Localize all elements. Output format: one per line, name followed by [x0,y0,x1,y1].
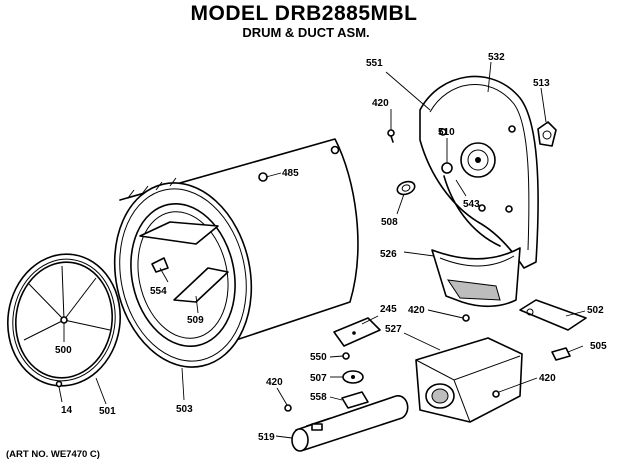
part-label: 558 [310,392,327,403]
part-label: 519 [258,432,275,443]
screw-420-mid [462,314,470,322]
part-label: 507 [310,373,327,384]
bracket-502 [519,299,587,331]
part-label: 508 [381,217,398,228]
blower-housing-527 [415,337,523,423]
part-label: 513 [533,78,550,89]
model-title: MODEL DRB2885MBL [190,2,418,25]
part-label: 245 [380,304,397,315]
part-label: 420 [408,305,425,316]
part-label: 503 [176,404,193,415]
plate-245 [333,317,381,347]
part-label: 420 [372,98,389,109]
part-label: 500 [55,345,72,356]
front-bulkhead-ring [6,253,122,388]
part-label: 14 [61,405,73,416]
art-number: (ART NO. WE7470 C) [6,449,100,460]
part-label: 554 [150,286,167,297]
leader-lines [58,61,586,439]
part-label: 420 [266,377,283,388]
part-label: 543 [463,199,480,210]
part-label: 509 [187,315,204,326]
part-label: 532 [488,52,505,63]
duct-526 [431,247,521,308]
part-label: 526 [380,249,397,260]
part-label: 501 [99,406,116,417]
part-label: 510 [438,127,455,138]
thermostat-558 [341,391,369,409]
clip-505 [551,347,571,361]
screw-550 [342,352,350,360]
assembly-subtitle: DRUM & DUCT ASM. [242,25,370,40]
part-label: 527 [385,324,402,335]
part-number-labels: 551 532 513 420 510 485 508 543 554 509 … [55,52,607,443]
part-label: 502 [587,305,604,316]
part-label: 485 [282,168,299,179]
roller-508 [396,180,416,196]
screw-420-left [284,404,292,412]
bracket-513 [537,121,557,147]
rear-bulkhead [419,75,539,269]
screw-420-top [387,129,395,143]
thermostat-507 [342,370,364,384]
part-label: 551 [366,58,383,69]
part-label: 505 [590,341,607,352]
heater-duct-519 [291,395,409,452]
part-label: 550 [310,352,327,363]
dryer-drum [113,138,359,368]
part-label: 420 [539,373,556,384]
